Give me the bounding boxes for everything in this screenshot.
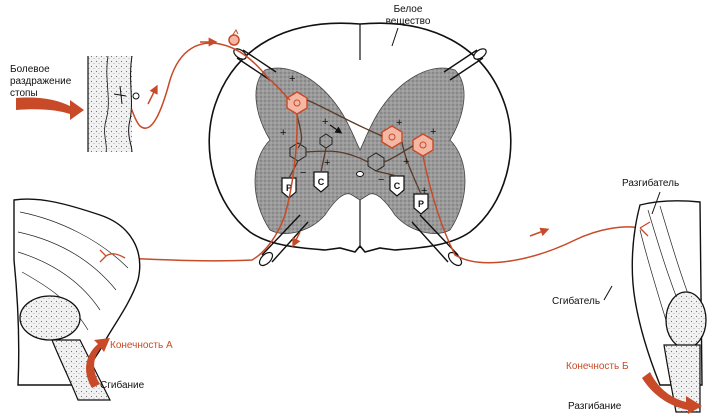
white-matter-label: Белое вещество	[385, 4, 431, 27]
white-matter-pointer	[391, 27, 399, 47]
skin-edge-right	[128, 55, 133, 153]
limb-a-nerve-end	[99, 249, 126, 263]
limb-b-nerve-end	[639, 221, 651, 237]
flexor-label: Сгибатель	[552, 296, 601, 307]
interneurons: Р С С Р	[281, 91, 434, 215]
flexion-arrow	[86, 338, 110, 388]
skin-layer	[88, 56, 132, 152]
efferent-arrow-right	[529, 227, 550, 237]
limb-b-knee	[665, 291, 707, 349]
dorsal-root-right-end	[473, 48, 487, 60]
limb-b-label: Конечность Б	[566, 361, 629, 372]
skin-section	[87, 55, 140, 153]
efferent-arrow-left	[292, 231, 301, 248]
efferent-fiber-left	[124, 113, 298, 262]
dorsal-ganglion	[228, 34, 240, 46]
sign-minus-1: −	[300, 167, 306, 179]
pain-stimulus-label: Болевое раздражение стопы	[10, 64, 72, 99]
extension-label: Разгибание	[568, 401, 622, 412]
extensor-pointer	[651, 191, 661, 215]
sign-plus-5: +	[396, 117, 402, 129]
dorsal-root-left-end	[233, 48, 247, 60]
limb-a-knee	[19, 295, 81, 341]
central-canal	[356, 171, 364, 177]
skin-receptor-dot	[132, 92, 140, 100]
interneuron-2	[367, 152, 385, 172]
afferent-arrow-1	[147, 84, 158, 105]
limb-a-label: Конечность А	[110, 340, 173, 351]
dorsal-root-left	[236, 49, 277, 81]
dorsal-root-right	[443, 49, 484, 81]
cell-c-left-label: С	[318, 177, 325, 187]
interneuron-3	[319, 133, 333, 149]
sign-plus-4: +	[324, 157, 330, 169]
extensor-label: Разгибатель	[622, 178, 680, 189]
cell-p-left-label: Р	[286, 183, 292, 193]
extension-arrow	[642, 372, 702, 414]
cell-c-right: С	[389, 175, 405, 197]
sign-minus-2: −	[378, 174, 384, 186]
cell-c-left: С	[313, 171, 329, 193]
flexor-pointer	[603, 285, 613, 301]
gray-matter	[254, 67, 466, 234]
limb-a	[13, 198, 141, 401]
cell-p-right: Р	[413, 193, 429, 215]
ventral-root-left	[261, 214, 309, 263]
interneuron-1	[289, 142, 307, 162]
sign-plus-1: +	[289, 73, 295, 85]
limb-a-fibers	[17, 211, 129, 331]
skin-receptor	[113, 85, 127, 105]
cell-p-right-label: Р	[418, 199, 424, 209]
sign-plus-6: +	[430, 126, 436, 138]
inhibitory-path	[329, 124, 343, 134]
ventral-root-left-end	[258, 251, 274, 267]
skin-inner	[104, 55, 109, 153]
sign-plus-3: +	[322, 116, 328, 128]
limb-b	[603, 191, 707, 413]
pain-stimulus-arrow	[16, 97, 84, 120]
limb-b-shin	[663, 344, 701, 413]
nerve-fibers	[117, 29, 641, 264]
efferent-neuron-right-b	[412, 133, 434, 157]
sign-plus-2: +	[280, 127, 286, 139]
flexion-label: Сгибание	[100, 380, 145, 391]
sign-plus-7: +	[403, 156, 409, 168]
synapse-signs: + + + + + + + + − −	[280, 73, 436, 197]
spinal-cord	[208, 22, 512, 267]
cell-c-right-label: С	[394, 181, 401, 191]
afferent-neuron-left	[286, 91, 308, 115]
afferent-fiber	[117, 42, 291, 129]
ventral-root-right-end	[447, 251, 463, 267]
sign-plus-8: +	[421, 185, 427, 197]
efferent-fiber-right	[422, 155, 641, 264]
